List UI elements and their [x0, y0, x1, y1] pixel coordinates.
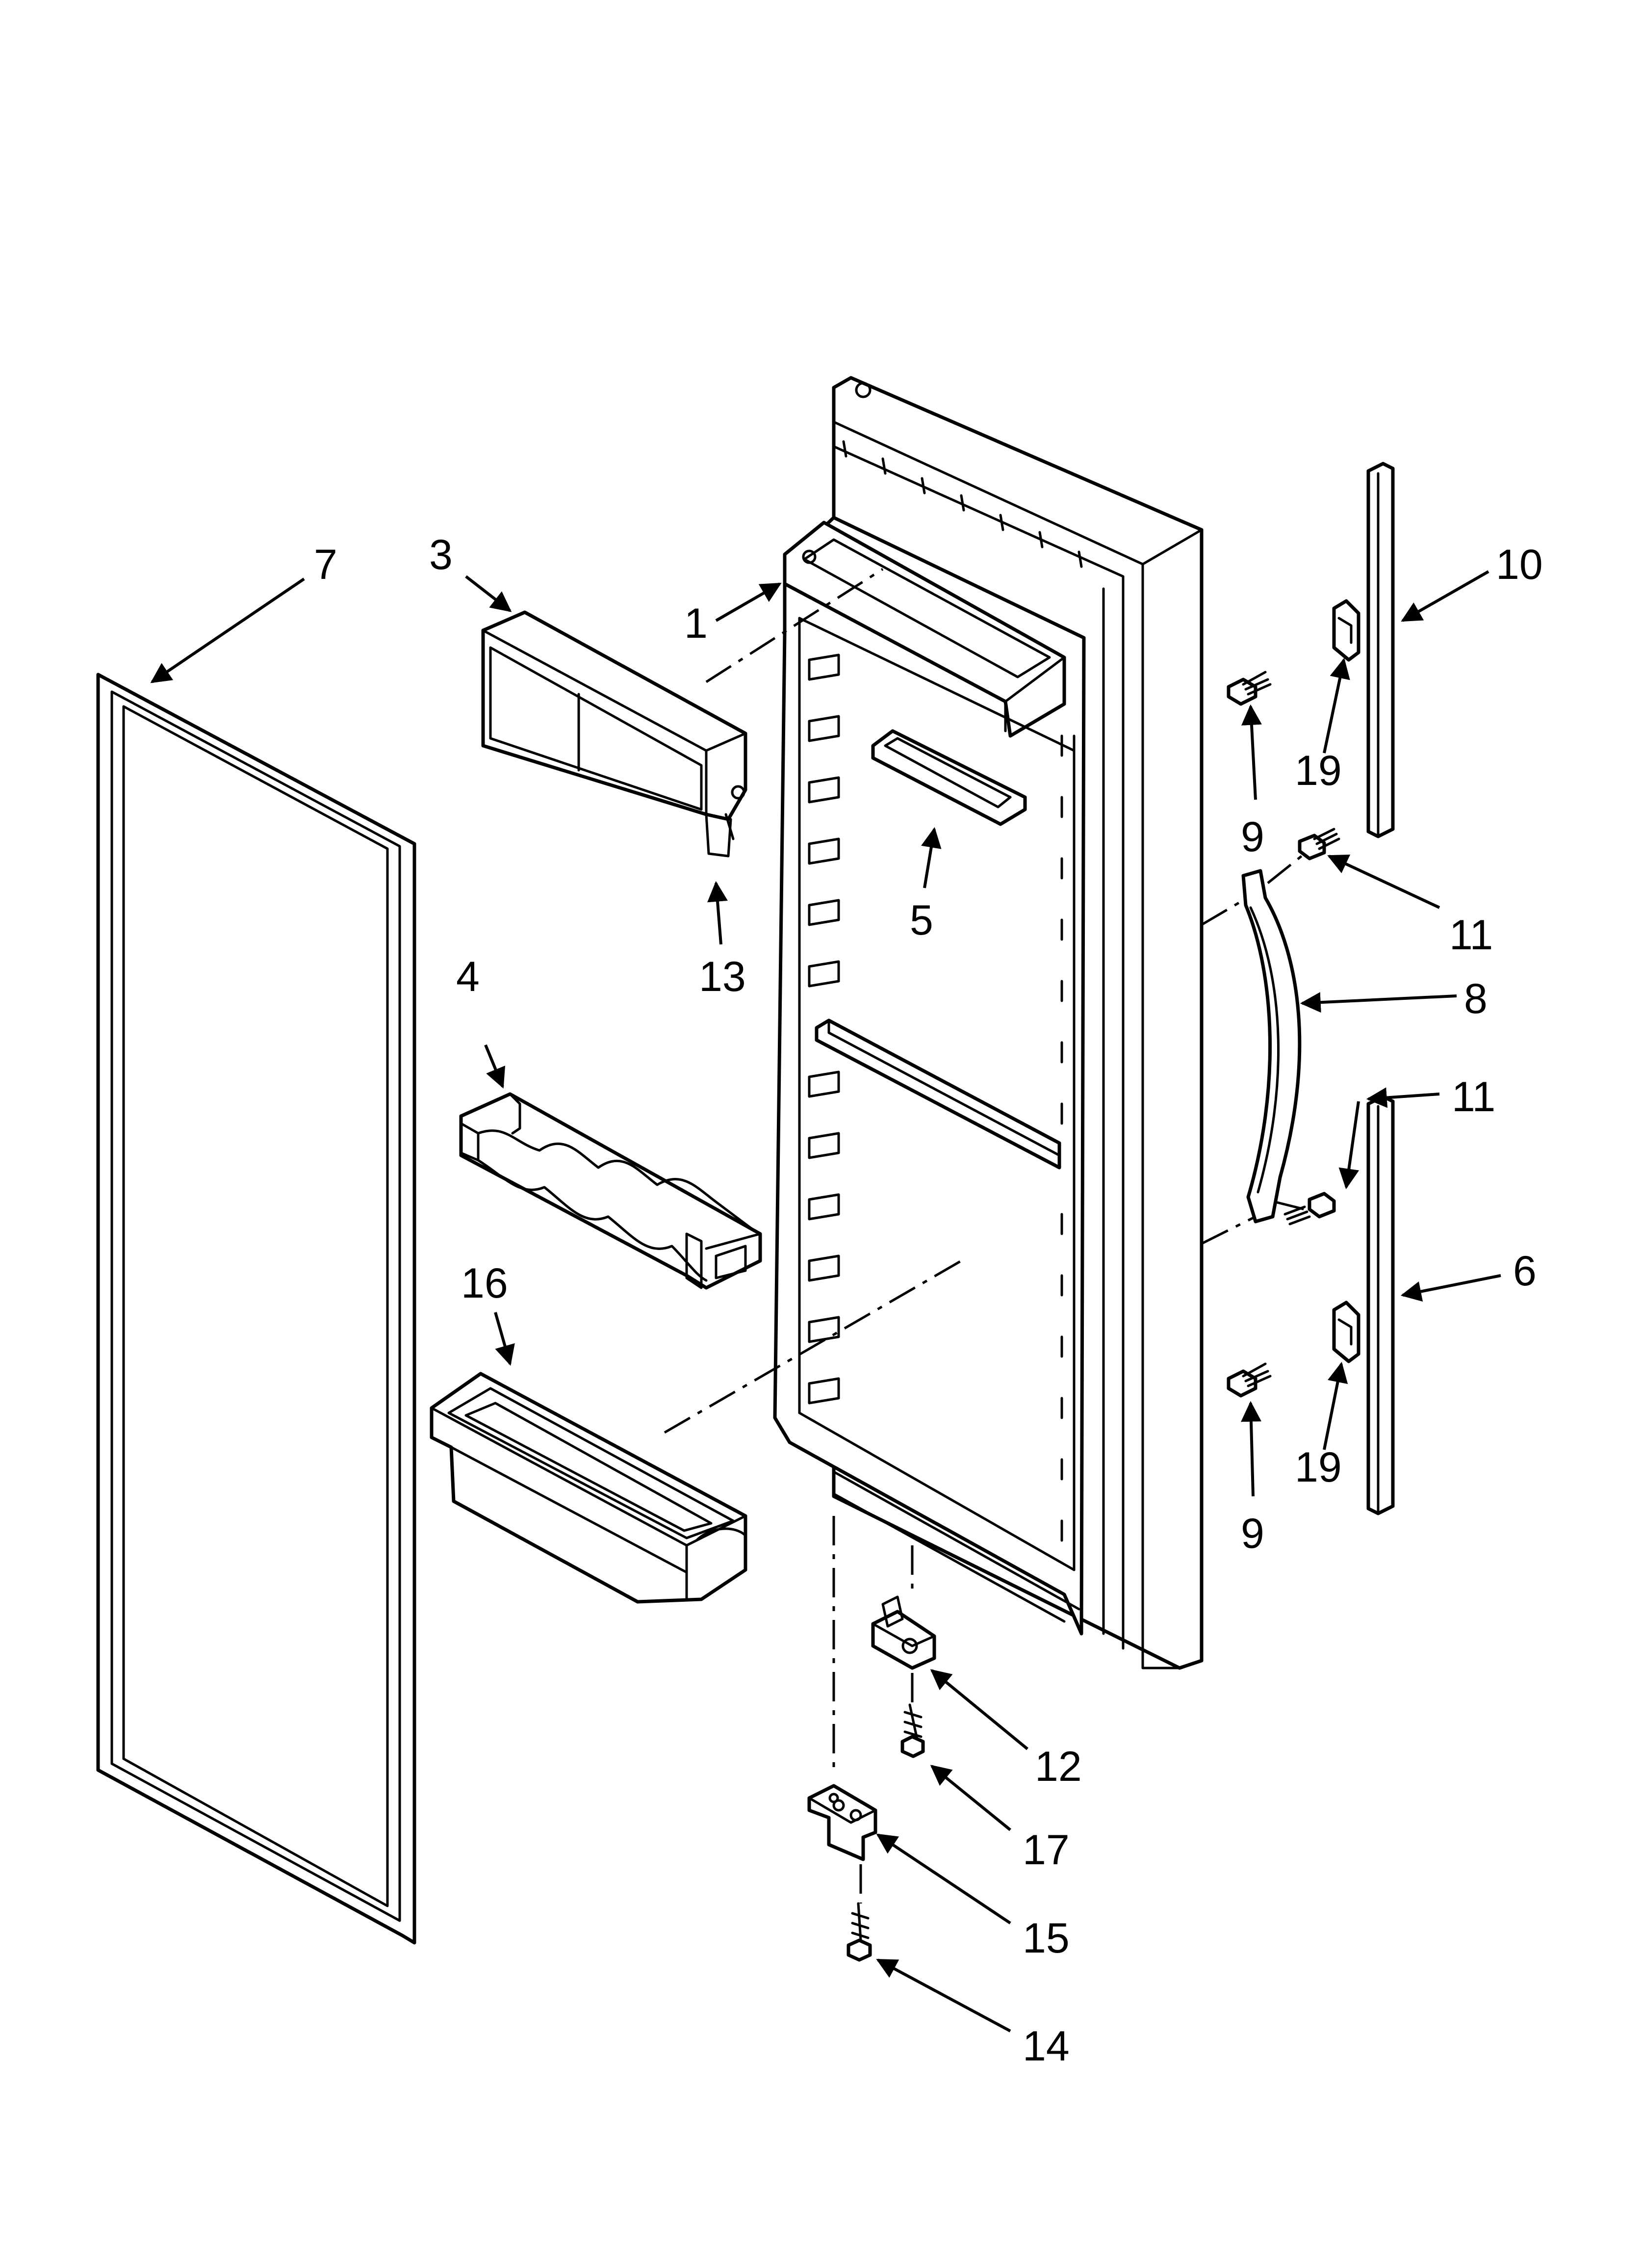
screw-part-11-lower [1283, 1192, 1336, 1225]
door-gasket-part-7 [96, 673, 416, 1945]
screw-part-17 [900, 1703, 925, 1758]
butter-tray-part-5 [871, 729, 1027, 826]
hinge-pin-part-12 [871, 1595, 936, 1670]
clip-part-19-upper [1332, 599, 1360, 662]
screw-part-9-upper [1227, 671, 1272, 706]
callout-5: 5 [910, 897, 933, 944]
callout-9-lower: 9 [1241, 1510, 1264, 1557]
shelf-studs-left [808, 653, 840, 1405]
callout-4: 4 [456, 953, 480, 1000]
callout-11-upper: 11 [1449, 912, 1493, 959]
callout-6: 6 [1513, 1248, 1537, 1295]
door-bin-part-16 [430, 1372, 747, 1604]
callout-15: 15 [1023, 1915, 1070, 1962]
screw-part-14 [847, 1902, 872, 1962]
callout-14: 14 [1023, 2023, 1070, 2070]
callout-7: 7 [314, 541, 337, 588]
callout-9-upper: 9 [1241, 813, 1264, 860]
leader-lines [150, 570, 1501, 2033]
screw-part-9-lower [1227, 1362, 1272, 1398]
callout-17: 17 [1023, 1826, 1070, 1874]
dairy-compartment-part-3 [481, 610, 747, 858]
bottle-rack-part-4 [459, 1092, 762, 1290]
trim-part-6 [1366, 1095, 1395, 1515]
refrigerator-door-assembly [773, 376, 1204, 1670]
trim-part-10 [1366, 462, 1395, 838]
callout-10: 10 [1496, 541, 1543, 588]
callout-16: 16 [461, 1260, 508, 1307]
assembly-guide-lines [664, 568, 1306, 1903]
callout-labels: 1 3 4 5 6 7 8 9 9 10 11 11 12 13 14 15 1… [314, 531, 1543, 2070]
door-handle-part-8 [1241, 869, 1302, 1224]
screw-part-11-upper [1298, 828, 1340, 860]
callout-19-lower: 19 [1295, 1444, 1342, 1491]
callout-13: 13 [699, 953, 746, 1000]
hinge-part-15 [807, 1784, 877, 1861]
clip-part-19-lower [1332, 1301, 1360, 1363]
callout-19-upper: 19 [1295, 747, 1342, 794]
callout-3: 3 [429, 531, 453, 578]
callout-11-lower: 11 [1452, 1073, 1495, 1121]
callout-8: 8 [1464, 975, 1488, 1022]
callout-1: 1 [684, 600, 708, 647]
callout-12: 12 [1035, 1743, 1082, 1790]
